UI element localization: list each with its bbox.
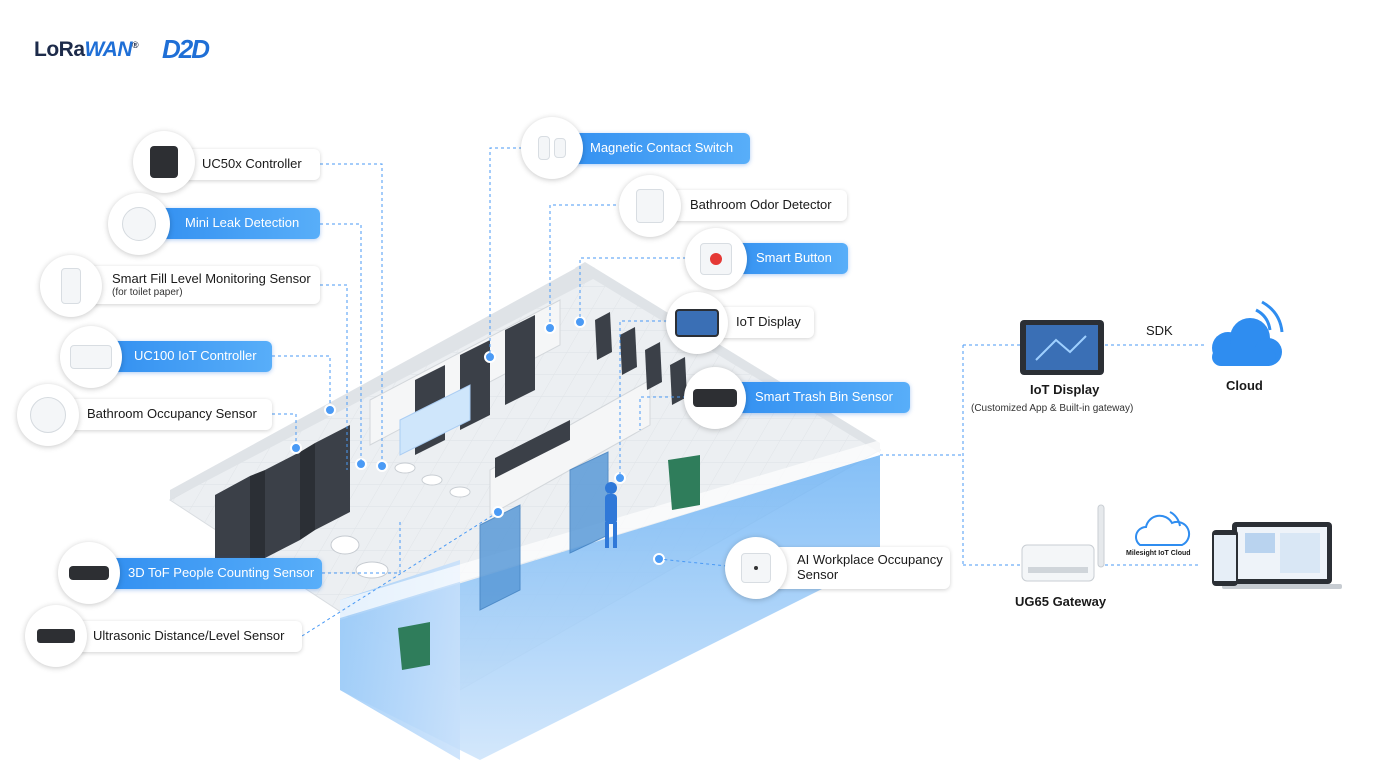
cloud-label: Cloud	[1226, 378, 1263, 393]
d2d-logo: D2D	[162, 34, 210, 64]
mirror	[399, 384, 471, 456]
gateway-device	[1021, 504, 1105, 582]
callout-occupancy: Bathroom Occupancy Sensor	[45, 399, 272, 430]
gateway-label: UG65 Gateway	[1015, 594, 1107, 609]
iot-display-icon	[666, 292, 728, 354]
laptop-device	[1222, 522, 1342, 589]
fill-level-sensor-icon	[40, 255, 102, 317]
doors	[479, 451, 609, 611]
phone-device	[1212, 530, 1238, 586]
smart-button-icon	[685, 228, 747, 290]
toilets	[330, 535, 389, 579]
front-glass-side	[340, 560, 460, 760]
callout-tof: 3D ToF People Counting Sensor	[88, 558, 322, 589]
sensor-dots	[290, 316, 665, 565]
callout-fill-level: Smart Fill Level Monitoring Sensor (for …	[70, 266, 320, 304]
back-wall	[170, 263, 595, 500]
network-display-title: IoT Display	[1030, 382, 1100, 397]
uc100-controller-icon	[60, 326, 122, 388]
milesight-cloud-icon	[1135, 511, 1191, 546]
red-button-icon	[710, 253, 722, 265]
ai-occupancy-sensor-icon	[725, 537, 787, 599]
uc50x-controller-icon	[133, 131, 195, 193]
odor-detector-icon	[619, 175, 681, 237]
person	[605, 482, 617, 548]
callout-odor: Bathroom Odor Detector	[648, 190, 847, 221]
trash-bin-sensor-icon	[684, 367, 746, 429]
left-stalls	[215, 425, 350, 580]
front-glass-wall	[340, 455, 880, 760]
urinals	[595, 312, 687, 405]
network-display-subtitle: (Customized App & Built-in gateway)	[971, 403, 1134, 414]
callout-trash-bin: Smart Trash Bin Sensor	[715, 382, 910, 413]
cloud-icon	[1212, 300, 1284, 366]
tof-sensor-icon	[58, 542, 120, 604]
connector-lines	[272, 147, 1205, 637]
sinks	[394, 462, 471, 498]
occupancy-sensor-icon	[17, 384, 79, 446]
callout-ai-occupancy: AI Workplace Occupancy Sensor	[755, 547, 950, 589]
milesight-cloud-label: Milesight IoT Cloud	[1126, 550, 1191, 557]
divider-wall-2	[489, 379, 651, 516]
ultrasonic-sensor-icon	[25, 605, 87, 667]
network-iot-display	[1020, 320, 1104, 375]
sdk-label: SDK	[1146, 323, 1173, 338]
trash-bins	[398, 455, 700, 670]
magnetic-switch-icon	[521, 117, 583, 179]
lorawan-logo: LoRaWAN®	[34, 38, 139, 61]
front-glass-top	[340, 440, 880, 618]
mini-leak-sensor-icon	[108, 193, 170, 255]
callout-ultrasonic: Ultrasonic Distance/Level Sensor	[55, 621, 302, 652]
